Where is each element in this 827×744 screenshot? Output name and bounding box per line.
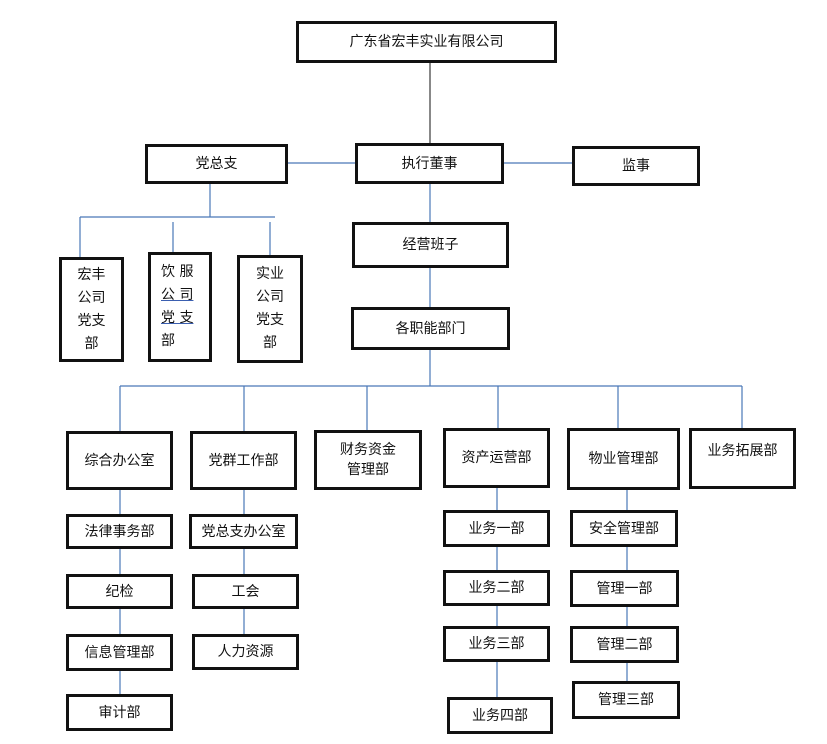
department-label: 物业管理部: [588, 451, 659, 467]
department-label: 党群工作部: [208, 452, 279, 469]
sub-department-label: 管理一部: [596, 580, 653, 597]
party-branch-hongfeng: 宏丰 公司 党支 部: [59, 257, 124, 362]
department-party-work: 党群工作部: [190, 431, 297, 490]
sub-party-branch-office: 党总支办公室: [189, 514, 298, 549]
sub-labor-union: 工会: [192, 574, 299, 609]
sub-management-two: 管理二部: [570, 626, 679, 663]
department-finance: 财务资金 管理部: [314, 430, 422, 490]
party-branch-line: 部: [161, 333, 175, 349]
sub-management-one: 管理一部: [570, 570, 679, 607]
department-asset-operations: 资产运营部: [443, 428, 550, 488]
functional-departments-label: 各职能部门: [395, 320, 466, 337]
sub-information-management: 信息管理部: [66, 634, 173, 671]
sub-department-label: 管理二部: [596, 636, 653, 653]
party-branch-line: 部: [263, 335, 277, 351]
party-branch-line: 部: [84, 335, 99, 352]
department-general-office: 综合办公室: [66, 431, 173, 490]
sub-department-label: 管理三部: [598, 692, 654, 708]
department-label: 财务资金: [340, 442, 396, 458]
sub-audit: 审计部: [66, 694, 173, 731]
sub-department-label: 信息管理部: [84, 644, 155, 661]
functional-departments-node: 各职能部门: [351, 307, 510, 350]
party-branch-line: 实业: [256, 266, 284, 282]
management-team-node: 经营班子: [352, 222, 509, 268]
sub-legal-affairs: 法律事务部: [66, 514, 173, 549]
sub-department-label: 工会: [231, 583, 260, 600]
sub-department-label: 业务四部: [472, 707, 528, 724]
sub-business-two: 业务二部: [443, 570, 550, 606]
sub-business-four: 业务四部: [447, 697, 553, 734]
department-label: 管理部: [347, 462, 389, 478]
supervisor-node: 监事: [572, 146, 700, 186]
company-label: 广东省宏丰实业有限公司: [349, 34, 504, 50]
sub-department-label: 安全管理部: [589, 520, 659, 537]
department-property-management: 物业管理部: [567, 428, 680, 490]
management-team-label: 经营班子: [402, 237, 459, 253]
sub-management-three: 管理三部: [572, 681, 680, 719]
party-branch-general-label: 党总支: [195, 156, 238, 172]
party-branch-line: 公 司: [161, 287, 194, 303]
sub-department-label: 法律事务部: [84, 523, 155, 540]
party-branch-line: 公司: [77, 289, 106, 306]
sub-department-label: 业务三部: [468, 636, 525, 652]
party-branch-line: 党支: [256, 312, 284, 328]
party-branch-line: 宏丰: [77, 266, 106, 283]
party-branch-line: 公司: [256, 289, 284, 305]
sub-department-label: 业务一部: [468, 520, 525, 537]
sub-discipline-inspection: 纪检: [66, 574, 173, 609]
sub-department-label: 纪检: [105, 583, 134, 600]
department-label: 资产运营部: [461, 450, 532, 466]
company-node: 广东省宏丰实业有限公司: [296, 21, 557, 63]
sub-human-resources: 人力资源: [192, 634, 299, 670]
sub-business-three: 业务三部: [443, 626, 550, 662]
supervisor-label: 监事: [622, 158, 650, 174]
executive-director-label: 执行董事: [401, 155, 458, 172]
party-branch-line: 饮 服: [161, 264, 194, 280]
party-branch-general-node: 党总支: [145, 144, 288, 184]
department-business-development: 业务拓展部: [689, 428, 796, 489]
sub-department-label: 业务二部: [468, 580, 525, 596]
sub-department-label: 人力资源: [217, 644, 274, 660]
party-branch-industry: 实业 公司 党支 部: [237, 255, 303, 363]
sub-department-label: 审计部: [98, 704, 141, 721]
party-branch-line: 党支: [77, 312, 106, 329]
sub-safety-management: 安全管理部: [570, 510, 678, 547]
party-branch-catering: 饮 服 公 司 党 支 部: [148, 252, 212, 362]
department-label: 综合办公室: [84, 452, 155, 469]
sub-business-one: 业务一部: [443, 510, 550, 547]
department-label: 业务拓展部: [707, 443, 778, 459]
executive-director-node: 执行董事: [355, 143, 504, 184]
party-branch-line: 党 支: [161, 310, 194, 326]
sub-department-label: 党总支办公室: [201, 523, 286, 540]
